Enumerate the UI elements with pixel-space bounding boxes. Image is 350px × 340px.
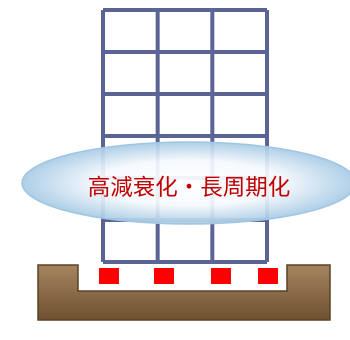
isolator-bearing (211, 268, 231, 284)
damping-ellipse (21, 141, 350, 225)
isolator-bearing (154, 268, 174, 284)
ground-foundation (37, 264, 331, 321)
ellipse-label: 高減衰化・長周期化 (88, 175, 291, 201)
isolator-bearing (258, 268, 278, 284)
isolator-bearings (99, 268, 278, 284)
isolator-bearing (99, 268, 119, 284)
